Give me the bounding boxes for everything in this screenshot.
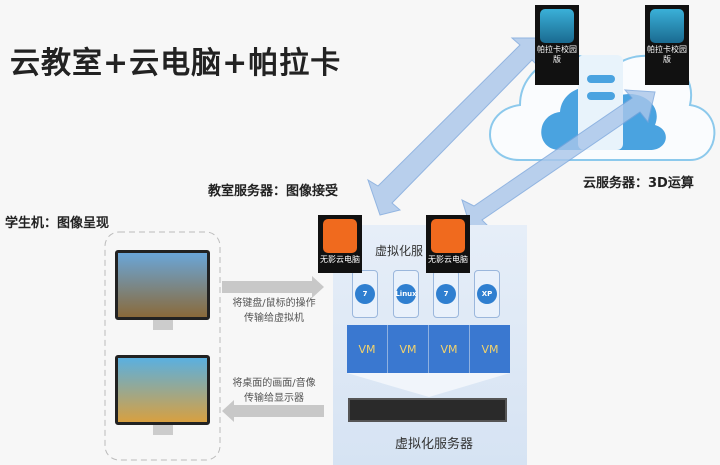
vm-cell: VM <box>388 325 428 373</box>
vm-cell: VM <box>347 325 387 373</box>
vm-projection <box>347 373 510 397</box>
os-tile-xp: XP <box>474 270 500 318</box>
student-monitor-1 <box>115 250 210 330</box>
wuying-app-1[interactable]: 无影云电脑 <box>318 215 362 273</box>
wuying-icon <box>323 219 357 253</box>
paracraft-app-2[interactable]: 帕拉卡校园版 <box>645 5 689 85</box>
server-rack-icon <box>348 398 507 422</box>
os-tile-linux: Linux <box>393 270 419 318</box>
vm-cell: VM <box>470 325 510 373</box>
wuying-app-2[interactable]: 无影云电脑 <box>426 215 470 273</box>
cloud-server-label: 云服务器：3D运算 <box>583 176 694 191</box>
os-tile-win7: 7 <box>352 270 378 318</box>
os-tile-win7: 7 <box>433 270 459 318</box>
paracraft-app-1[interactable]: 帕拉卡校园版 <box>535 5 579 85</box>
wuying-icon <box>431 219 465 253</box>
student-label: 学生机：图像呈现 <box>5 216 110 231</box>
paracraft-icon <box>540 9 574 43</box>
arrow-right <box>222 276 324 298</box>
vm-cell: VM <box>429 325 469 373</box>
page-title: 云教室+云电脑+帕拉卡 <box>10 46 342 81</box>
input-transfer-caption: 将键盘/鼠标的操作传输给虚拟机 <box>232 298 316 324</box>
vm-row: VM VM VM VM <box>347 325 510 373</box>
student-monitor-2 <box>115 355 210 435</box>
arrow-left <box>222 400 324 422</box>
paracraft-icon <box>650 9 684 43</box>
virt-top-label: 虚拟化服 <box>375 244 424 258</box>
classroom-server-label: 教室服务器：图像接受 <box>208 184 339 199</box>
double-arrow-2 <box>461 89 656 233</box>
virt-bottom-label: 虚拟化服务器 <box>395 437 474 452</box>
student-group-border <box>104 231 221 461</box>
display-transfer-caption: 将桌面的画面/音像传输给显示器 <box>232 378 316 404</box>
